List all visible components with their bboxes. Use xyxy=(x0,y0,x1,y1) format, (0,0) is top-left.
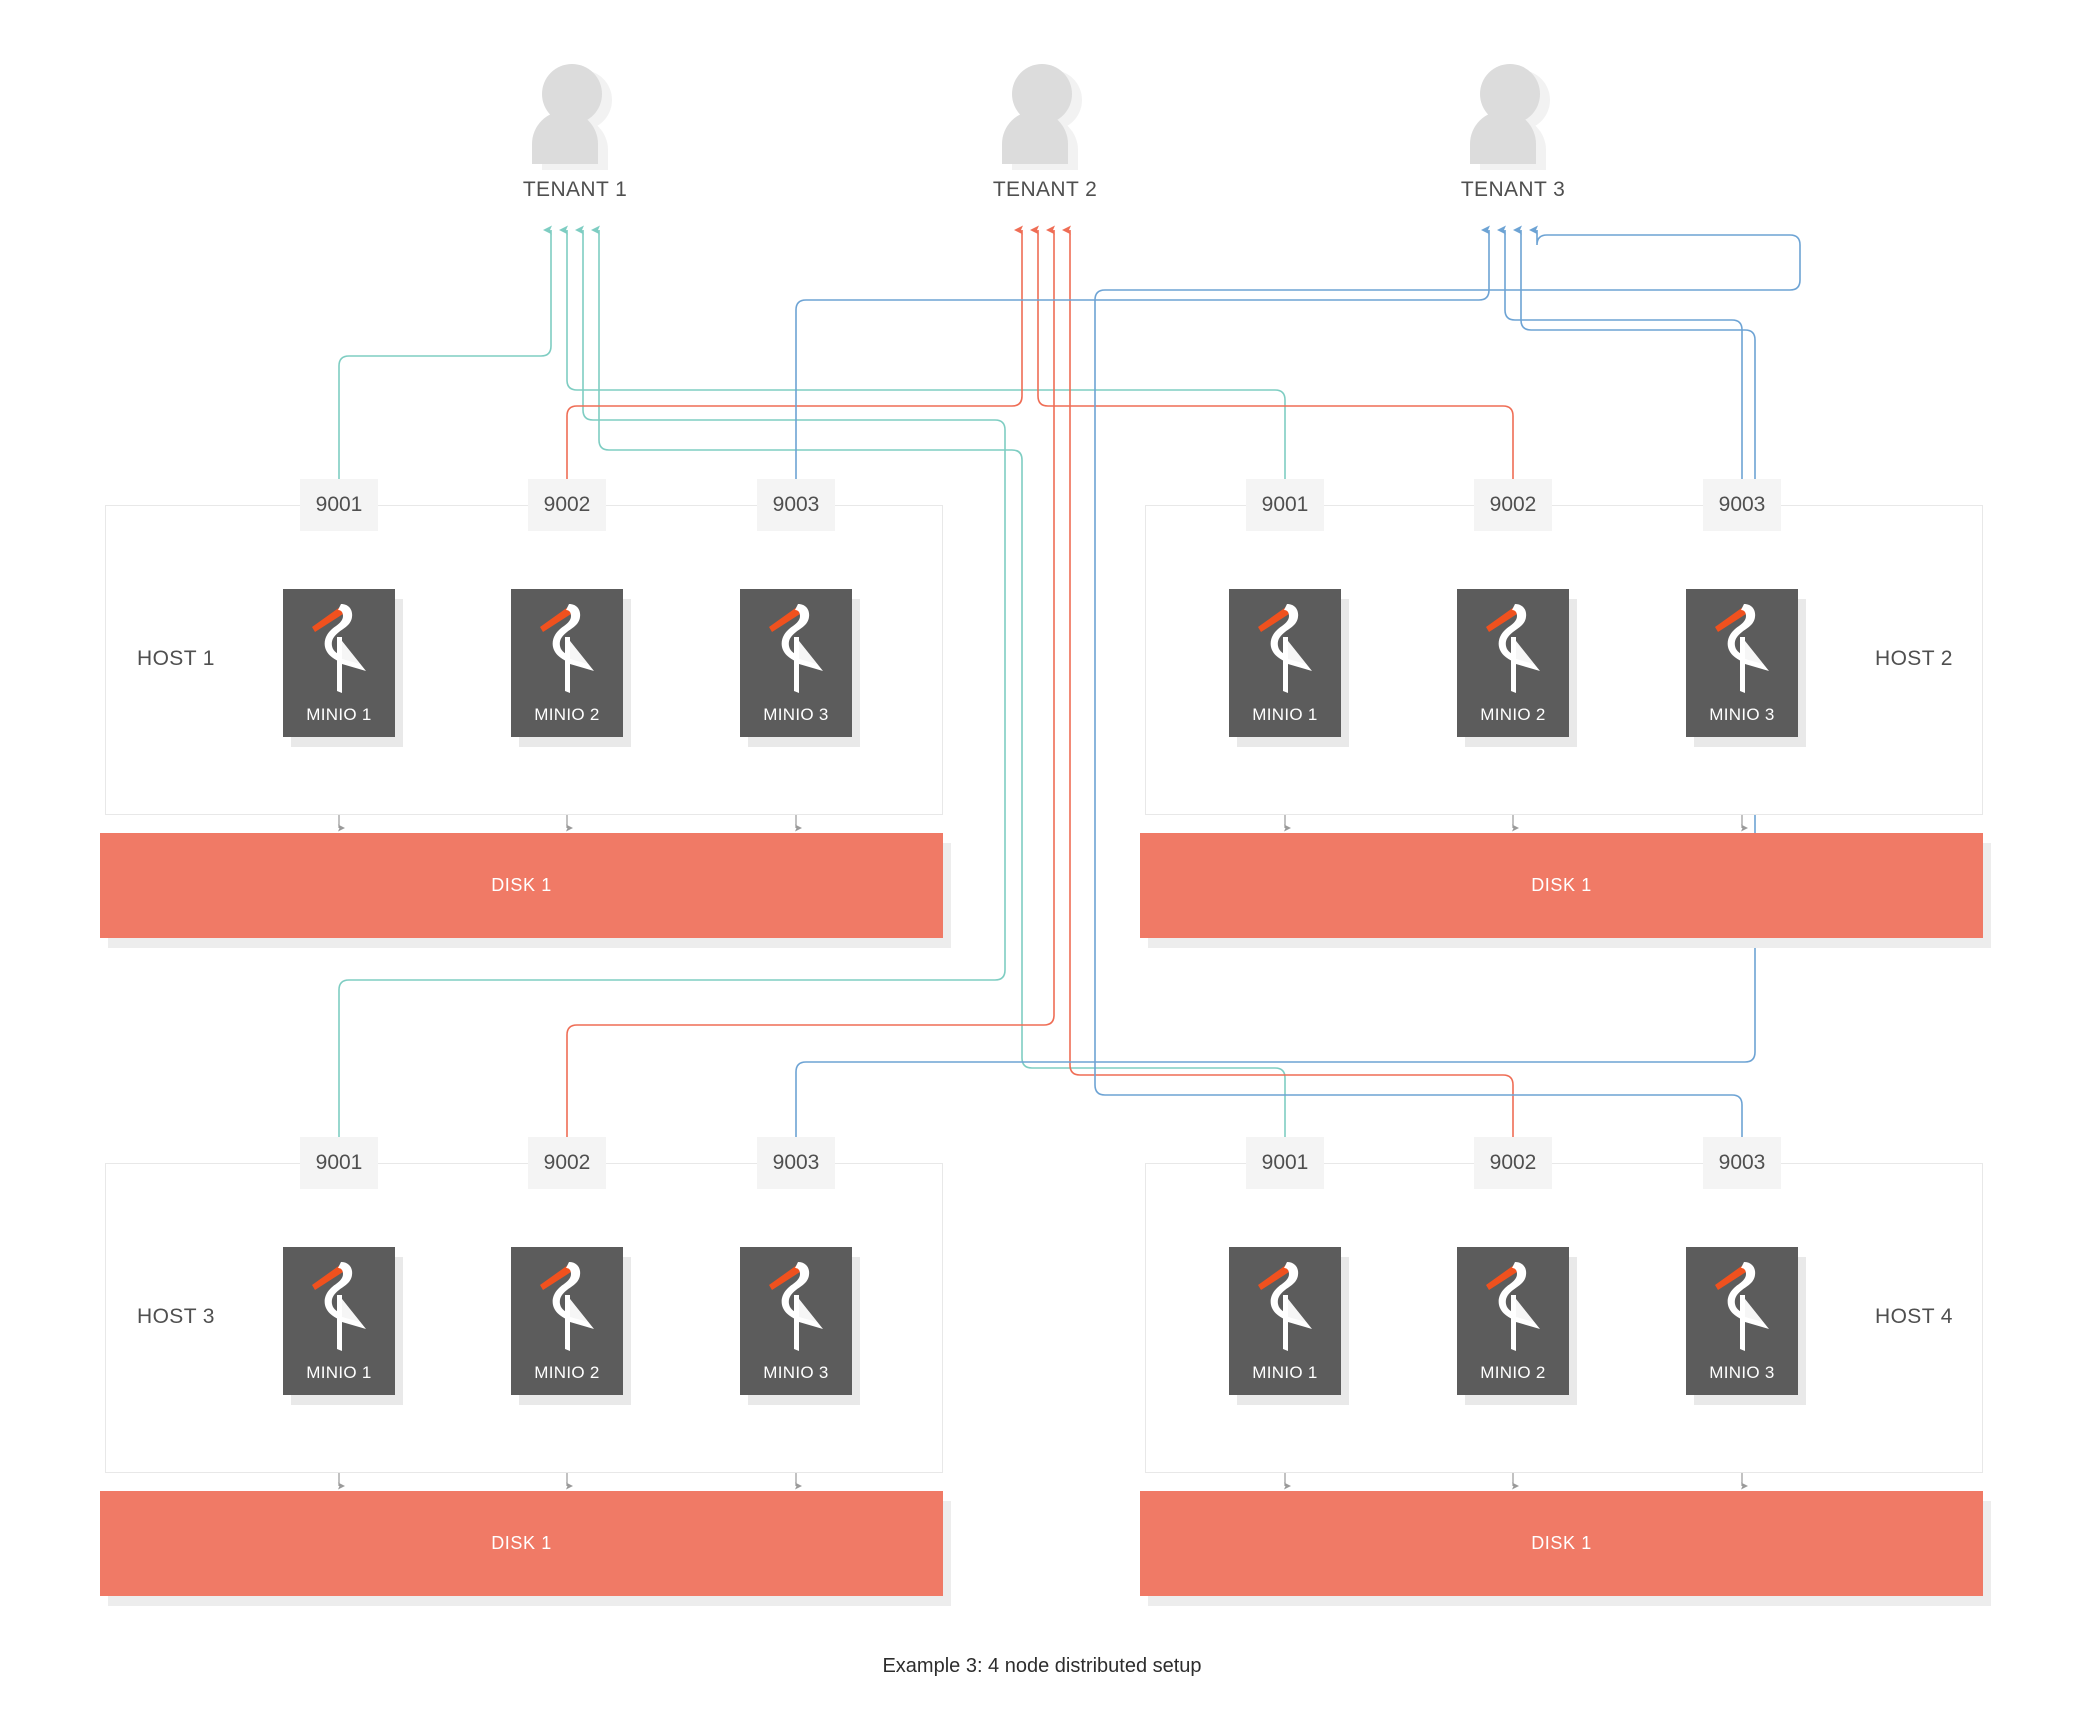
person-icon xyxy=(1002,64,1082,170)
minio-flamingo-logo-icon xyxy=(1258,1262,1312,1351)
minio-node-2-host-2[interactable]: MINIO 2 xyxy=(1457,589,1577,747)
port-chip-9003-host-2[interactable]: 9003 xyxy=(1703,479,1781,531)
node-label: MINIO 1 xyxy=(306,705,372,724)
minio-flamingo-logo-icon xyxy=(1715,604,1769,693)
node-label: MINIO 2 xyxy=(534,1363,600,1382)
minio-node-1-host-1[interactable]: MINIO 1 xyxy=(283,589,403,747)
minio-flamingo-logo-icon xyxy=(540,1262,594,1351)
port-chip-9001-host-1[interactable]: 9001 xyxy=(300,479,378,531)
port-chip-9001-host-2[interactable]: 9001 xyxy=(1246,479,1324,531)
port-chip-9002-host-1[interactable]: 9002 xyxy=(528,479,606,531)
node-label: MINIO 1 xyxy=(1252,705,1318,724)
disk-label: DISK 1 xyxy=(1531,875,1592,895)
minio-flamingo-logo-icon xyxy=(769,1262,823,1351)
minio-flamingo-logo-icon xyxy=(1486,604,1540,693)
node-label: MINIO 2 xyxy=(1480,705,1546,724)
disk-host-2: DISK 1 xyxy=(1140,833,1991,948)
port-chip-9001-host-3[interactable]: 9001 xyxy=(300,1137,378,1189)
minio-node-2-host-3[interactable]: MINIO 2 xyxy=(511,1247,631,1405)
minio-flamingo-logo-icon xyxy=(540,604,594,693)
tenant-label: TENANT 3 xyxy=(1460,178,1566,201)
disk-label: DISK 1 xyxy=(491,875,552,895)
node-label: MINIO 3 xyxy=(1709,705,1775,724)
port-chip-9003-host-1[interactable]: 9003 xyxy=(757,479,835,531)
node-label: MINIO 1 xyxy=(1252,1363,1318,1382)
node-label: MINIO 3 xyxy=(763,705,829,724)
minio-node-3-host-2[interactable]: MINIO 3 xyxy=(1686,589,1806,747)
host-label: HOST 2 xyxy=(1875,647,1953,670)
minio-flamingo-logo-icon xyxy=(1258,604,1312,693)
person-icon xyxy=(1470,64,1550,170)
disk-host-4: DISK 1 xyxy=(1140,1491,1991,1606)
disk-label: DISK 1 xyxy=(1531,1533,1592,1553)
port-chip-9002-host-4[interactable]: 9002 xyxy=(1474,1137,1552,1189)
tenant-3[interactable]: TENANT 3 xyxy=(1428,58,1598,202)
node-label: MINIO 3 xyxy=(1709,1363,1775,1382)
node-label: MINIO 2 xyxy=(1480,1363,1546,1382)
person-icon xyxy=(532,64,612,170)
minio-flamingo-logo-icon xyxy=(312,604,366,693)
disk-body: DISK 1 xyxy=(1140,1491,1983,1596)
figure-caption: Example 3: 4 node distributed setup xyxy=(882,1655,1202,1677)
disk-body: DISK 1 xyxy=(100,1491,943,1596)
minio-node-1-host-4[interactable]: MINIO 1 xyxy=(1229,1247,1349,1405)
minio-node-1-host-3[interactable]: MINIO 1 xyxy=(283,1247,403,1405)
minio-flamingo-logo-icon xyxy=(769,604,823,693)
minio-node-1-host-2[interactable]: MINIO 1 xyxy=(1229,589,1349,747)
avatar xyxy=(1458,58,1568,170)
disk-body: DISK 1 xyxy=(100,833,943,938)
minio-flamingo-logo-icon xyxy=(1715,1262,1769,1351)
port-chip-9003-host-3[interactable]: 9003 xyxy=(757,1137,835,1189)
node-label: MINIO 3 xyxy=(763,1363,829,1382)
disk-host-3: DISK 1 xyxy=(100,1491,951,1606)
port-chip-9001-host-4[interactable]: 9001 xyxy=(1246,1137,1324,1189)
port-chip-9002-host-3[interactable]: 9002 xyxy=(528,1137,606,1189)
port-chip-9003-host-4[interactable]: 9003 xyxy=(1703,1137,1781,1189)
avatar xyxy=(990,58,1100,170)
node-label: MINIO 1 xyxy=(306,1363,372,1382)
minio-node-3-host-3[interactable]: MINIO 3 xyxy=(740,1247,860,1405)
tenant-label: TENANT 1 xyxy=(522,178,628,201)
disk-body: DISK 1 xyxy=(1140,833,1983,938)
host-label: HOST 1 xyxy=(137,647,215,670)
tenant-1[interactable]: TENANT 1 xyxy=(490,58,660,202)
node-label: MINIO 2 xyxy=(534,705,600,724)
minio-node-3-host-4[interactable]: MINIO 3 xyxy=(1686,1247,1806,1405)
avatar xyxy=(520,58,630,170)
minio-node-2-host-1[interactable]: MINIO 2 xyxy=(511,589,631,747)
disk-label: DISK 1 xyxy=(491,1533,552,1553)
tenant-label: TENANT 2 xyxy=(992,178,1098,201)
host-label: HOST 4 xyxy=(1875,1305,1953,1328)
disk-host-1: DISK 1 xyxy=(100,833,951,948)
port-chip-9002-host-2[interactable]: 9002 xyxy=(1474,479,1552,531)
minio-flamingo-logo-icon xyxy=(1486,1262,1540,1351)
host-label: HOST 3 xyxy=(137,1305,215,1328)
minio-node-3-host-1[interactable]: MINIO 3 xyxy=(740,589,860,747)
tenant-2[interactable]: TENANT 2 xyxy=(960,58,1130,202)
minio-node-2-host-4[interactable]: MINIO 2 xyxy=(1457,1247,1577,1405)
minio-flamingo-logo-icon xyxy=(312,1262,366,1351)
